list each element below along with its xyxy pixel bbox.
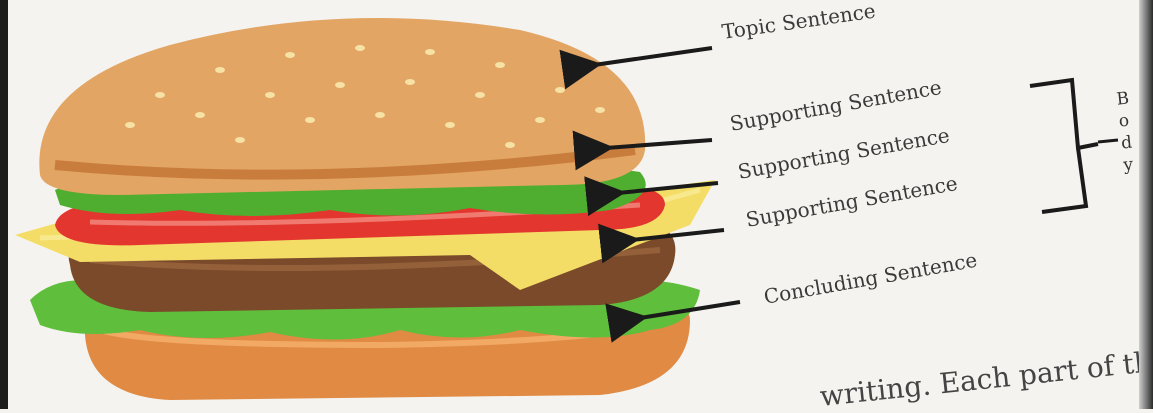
bracket-icon	[1030, 80, 1098, 212]
side-letter: B	[1115, 88, 1130, 111]
arrow-icon-topic	[594, 48, 712, 65]
side-letter: y	[1122, 153, 1137, 176]
side-letter: o	[1118, 109, 1133, 132]
arrow-icon-supporting-2	[618, 183, 718, 193]
side-letter: d	[1120, 131, 1135, 154]
page-right-edge	[1139, 0, 1153, 409]
arrow-icon-concluding	[640, 302, 740, 318]
arrow-icon-supporting-3	[632, 230, 724, 240]
arrow-icon-supporting-1	[606, 140, 712, 148]
